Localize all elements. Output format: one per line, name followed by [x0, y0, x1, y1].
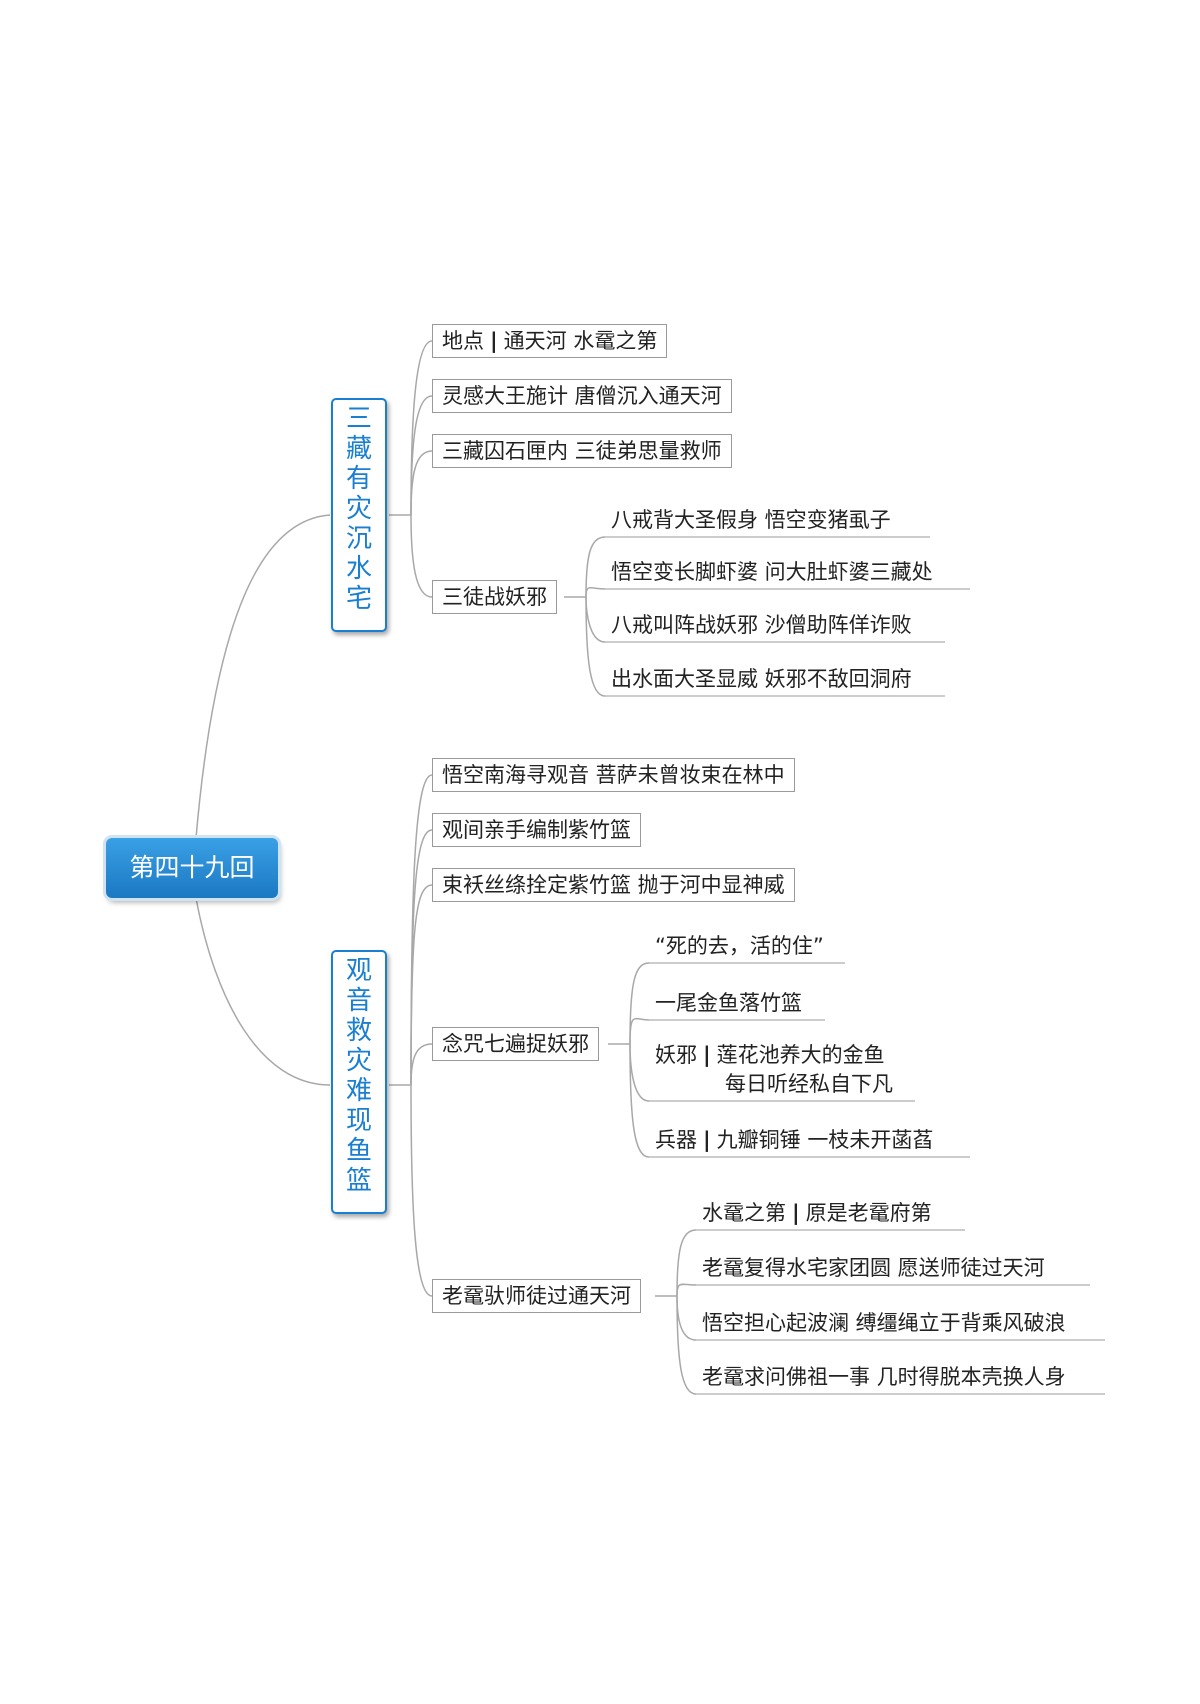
link-b2-plot3: [410, 884, 433, 1086]
branch-label-char: 观: [345, 956, 372, 986]
branch-node-2[interactable]: 观音救灾难现鱼篮: [331, 950, 387, 1214]
branch-label-char: 难: [345, 1076, 372, 1106]
branch-label-char: 沉: [345, 524, 372, 554]
branch-node-1[interactable]: 三藏有灾沉水宅: [331, 398, 387, 632]
branch-label-char: 有: [345, 464, 372, 494]
branch-label-char: 灾: [345, 494, 372, 524]
link-battle-c1: [585, 536, 606, 598]
branch-label-char: 音: [345, 986, 372, 1016]
topic-b2-plot1[interactable]: 悟空南海寻观音 菩萨未曾妆束在林中: [432, 758, 795, 792]
subtopic-chant-quote[interactable]: “死的去，活的住”: [655, 934, 824, 958]
subtopic-chant-weapon[interactable]: 兵器|九瓣铜锤 一枝未开菡萏: [649, 1126, 939, 1157]
topic-place-key: 地点: [442, 329, 484, 353]
link-b1-battle: [410, 514, 433, 598]
subtopic-turtle-2[interactable]: 悟空担心起波澜 缚缰绳立于背乘风破浪: [702, 1311, 1066, 1335]
branch-label-char: 水: [345, 554, 372, 584]
turtle-home-value: 原是老鼋府第: [805, 1201, 932, 1225]
link-b1-place: [410, 340, 433, 516]
topic-b2-plot3[interactable]: 束袄丝绦拴定紫竹篮 抛于河中显神威: [432, 868, 795, 902]
weapon-key: 兵器: [655, 1128, 697, 1152]
subtopic-battle-2[interactable]: 悟空变长脚虾婆 问大肚虾婆三藏处: [611, 560, 933, 584]
link-root-branch2: [195, 897, 331, 1086]
branch-label-char: 宅: [345, 584, 372, 614]
subtopic-turtle-1[interactable]: 老鼋复得水宅家团圆 愿送师徒过天河: [702, 1256, 1045, 1280]
branch-label-char: 现: [345, 1106, 372, 1136]
topic-place-value: 通天河 水鼋之第: [503, 329, 658, 353]
subtopic-chant-demon[interactable]: 妖邪|莲花池养大的金鱼 每日听经私自下凡: [649, 1041, 899, 1102]
link-battle-c3: [585, 596, 606, 643]
topic-chant[interactable]: 念咒七遍捉妖邪: [432, 1027, 599, 1061]
branch-label-char: 鱼: [345, 1136, 372, 1166]
separator-bar: |: [792, 1201, 800, 1225]
turtle-home-key: 水鼋之第: [702, 1201, 786, 1225]
subtopic-chant-fish[interactable]: 一尾金鱼落竹篮: [655, 991, 802, 1015]
link-chant-quote: [629, 962, 650, 1045]
demon-line-2: 每日听经私自下凡: [725, 1072, 893, 1096]
separator-bar: |: [703, 1043, 711, 1067]
link-turtle-home: [676, 1229, 697, 1297]
link-battle-c4: [585, 596, 606, 697]
branch-label-char: 三: [345, 404, 372, 434]
topic-b2-plot2[interactable]: 观间亲手编制紫竹篮: [432, 813, 641, 847]
separator-bar: |: [703, 1128, 711, 1152]
branch-label-char: 篮: [345, 1166, 372, 1196]
branch-label-char: 藏: [345, 434, 372, 464]
topic-turtle[interactable]: 老鼋驮师徒过通天河: [432, 1279, 641, 1313]
branch-label-char: 灾: [345, 1046, 372, 1076]
topic-b1-plot2[interactable]: 三藏囚石匣内 三徒弟思量救师: [432, 434, 732, 468]
weapon-value: 九瓣铜锤 一枝未开菡萏: [716, 1128, 934, 1152]
link-b2-turtle: [410, 1084, 433, 1297]
subtopic-battle-3[interactable]: 八戒叫阵战妖邪 沙僧助阵佯诈败: [611, 613, 912, 637]
link-b1-plot2: [410, 450, 433, 516]
link-b2-chant: [410, 1043, 433, 1086]
demon-line1: 莲花池养大的金鱼: [716, 1043, 885, 1067]
link-root-branch1: [195, 514, 331, 839]
demon-line-1: 妖邪|莲花池养大的金鱼: [655, 1041, 893, 1070]
branch-label-char: 救: [345, 1016, 372, 1046]
link-chant-demon: [629, 1043, 650, 1102]
root-node[interactable]: 第四十九回: [106, 838, 278, 898]
link-turtle-c3: [676, 1295, 697, 1395]
subtopic-battle-1[interactable]: 八戒背大圣假身 悟空变猪虱子: [611, 508, 891, 532]
link-battle-c2: [585, 587, 606, 598]
topic-b1-plot1[interactable]: 灵感大王施计 唐僧沉入通天河: [432, 379, 732, 413]
topic-place[interactable]: 地点|通天河 水鼋之第: [432, 324, 668, 358]
link-turtle-c1: [676, 1283, 697, 1297]
link-chant-fish: [629, 1017, 650, 1045]
demon-key: 妖邪: [655, 1043, 697, 1067]
subtopic-turtle-3[interactable]: 老鼋求问佛祖一事 几时得脱本壳换人身: [702, 1365, 1066, 1389]
link-chant-weapon: [629, 1043, 650, 1158]
separator-bar: |: [490, 329, 498, 353]
subtopic-battle-4[interactable]: 出水面大圣显威 妖邪不敌回洞府: [611, 667, 912, 691]
topic-battle[interactable]: 三徒战妖邪: [432, 580, 557, 614]
subtopic-turtle-home[interactable]: 水鼋之第|原是老鼋府第: [696, 1199, 938, 1230]
link-turtle-c2: [676, 1295, 697, 1341]
